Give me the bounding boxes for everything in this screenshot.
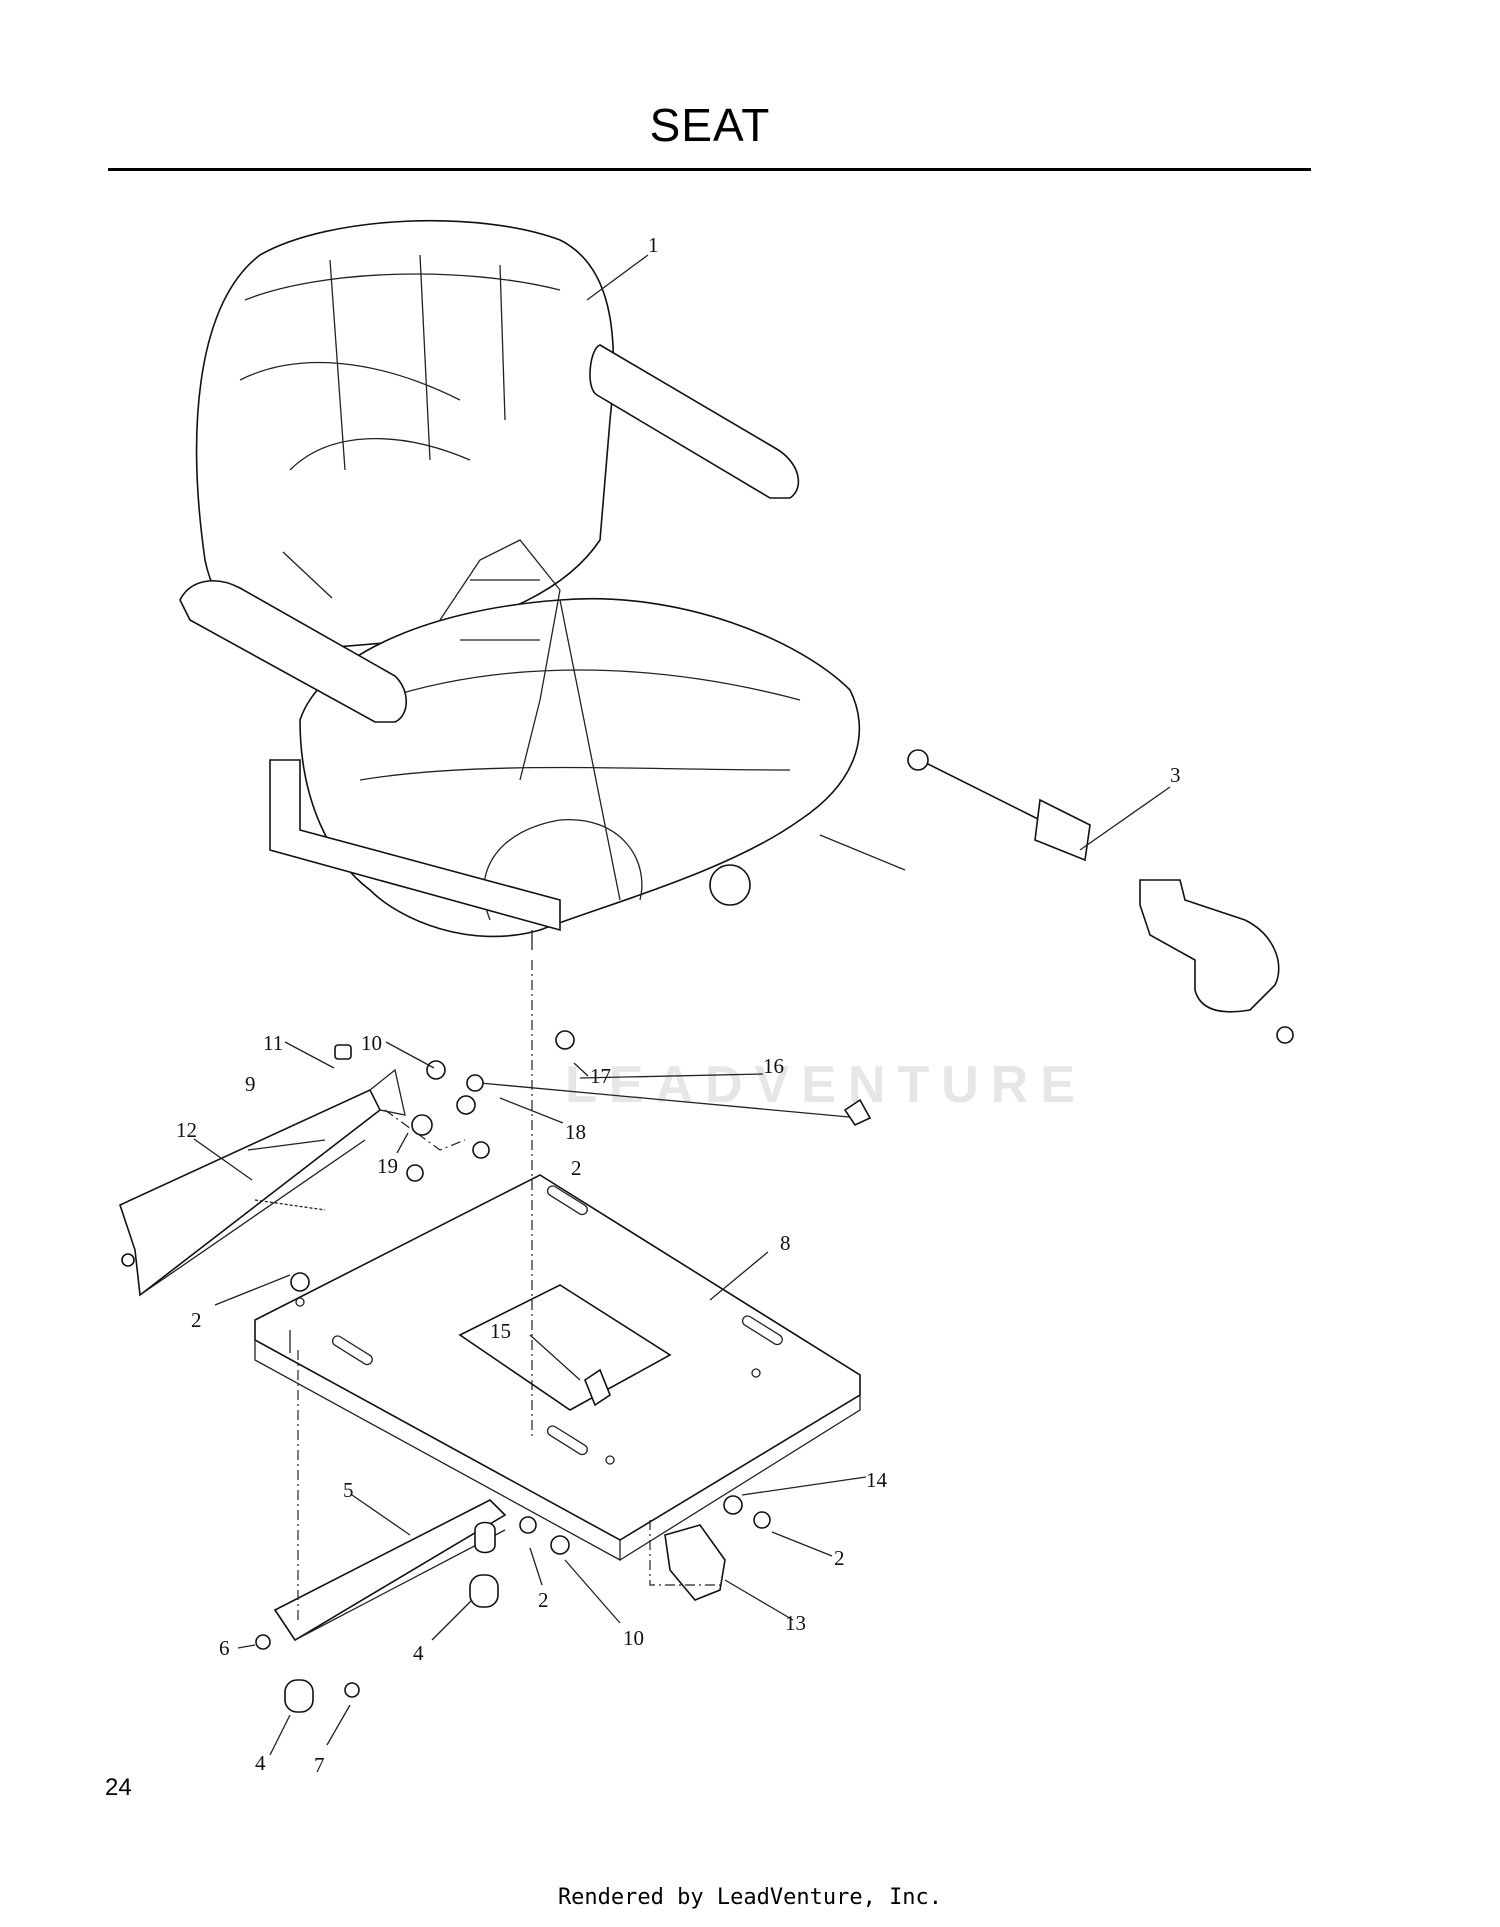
callout-17: 17 — [590, 1064, 611, 1088]
callout-16: 16 — [763, 1054, 784, 1078]
callout-3: 3 — [1170, 763, 1181, 787]
callout-2: 2 — [191, 1308, 202, 1332]
page-number: 24 — [105, 1774, 132, 1801]
callout-12: 12 — [176, 1118, 197, 1142]
watermark: LEADVENTURE — [565, 1056, 1088, 1114]
callout-10: 10 — [361, 1031, 382, 1055]
callout-5: 5 — [343, 1478, 354, 1502]
callout-11: 11 — [263, 1031, 283, 1055]
callout-2: 2 — [538, 1588, 549, 1612]
page-title: SEAT — [649, 99, 771, 151]
footer-credit: Rendered by LeadVenture, Inc. — [557, 1885, 943, 1910]
callout-4: 4 — [413, 1641, 424, 1665]
lever-bracket — [664, 1524, 726, 1601]
callout-19: 19 — [377, 1154, 398, 1178]
leader-lines — [193, 254, 1171, 1756]
hardware — [255, 1030, 872, 1713]
callout-15: 15 — [490, 1319, 511, 1343]
callout-9: 9 — [245, 1072, 256, 1096]
callout-4: 4 — [255, 1751, 266, 1775]
callout-14: 14 — [866, 1468, 888, 1492]
callout-7: 7 — [314, 1753, 325, 1777]
callout-1: 1 — [648, 233, 659, 257]
mounting-plate — [254, 1174, 861, 1562]
callout-18: 18 — [565, 1120, 586, 1144]
seat-assembly — [179, 219, 906, 950]
callout-8: 8 — [780, 1231, 791, 1255]
seat-switch-bracket — [119, 1044, 406, 1297]
title-rule — [108, 168, 1311, 171]
callout-2: 2 — [834, 1546, 845, 1570]
slide-rail — [273, 1499, 507, 1642]
callout-2: 2 — [571, 1156, 582, 1180]
seat-belt-assembly — [907, 749, 1294, 1044]
callout-10: 10 — [623, 1626, 644, 1650]
callout-13: 13 — [785, 1611, 806, 1635]
callout-6: 6 — [219, 1636, 230, 1660]
